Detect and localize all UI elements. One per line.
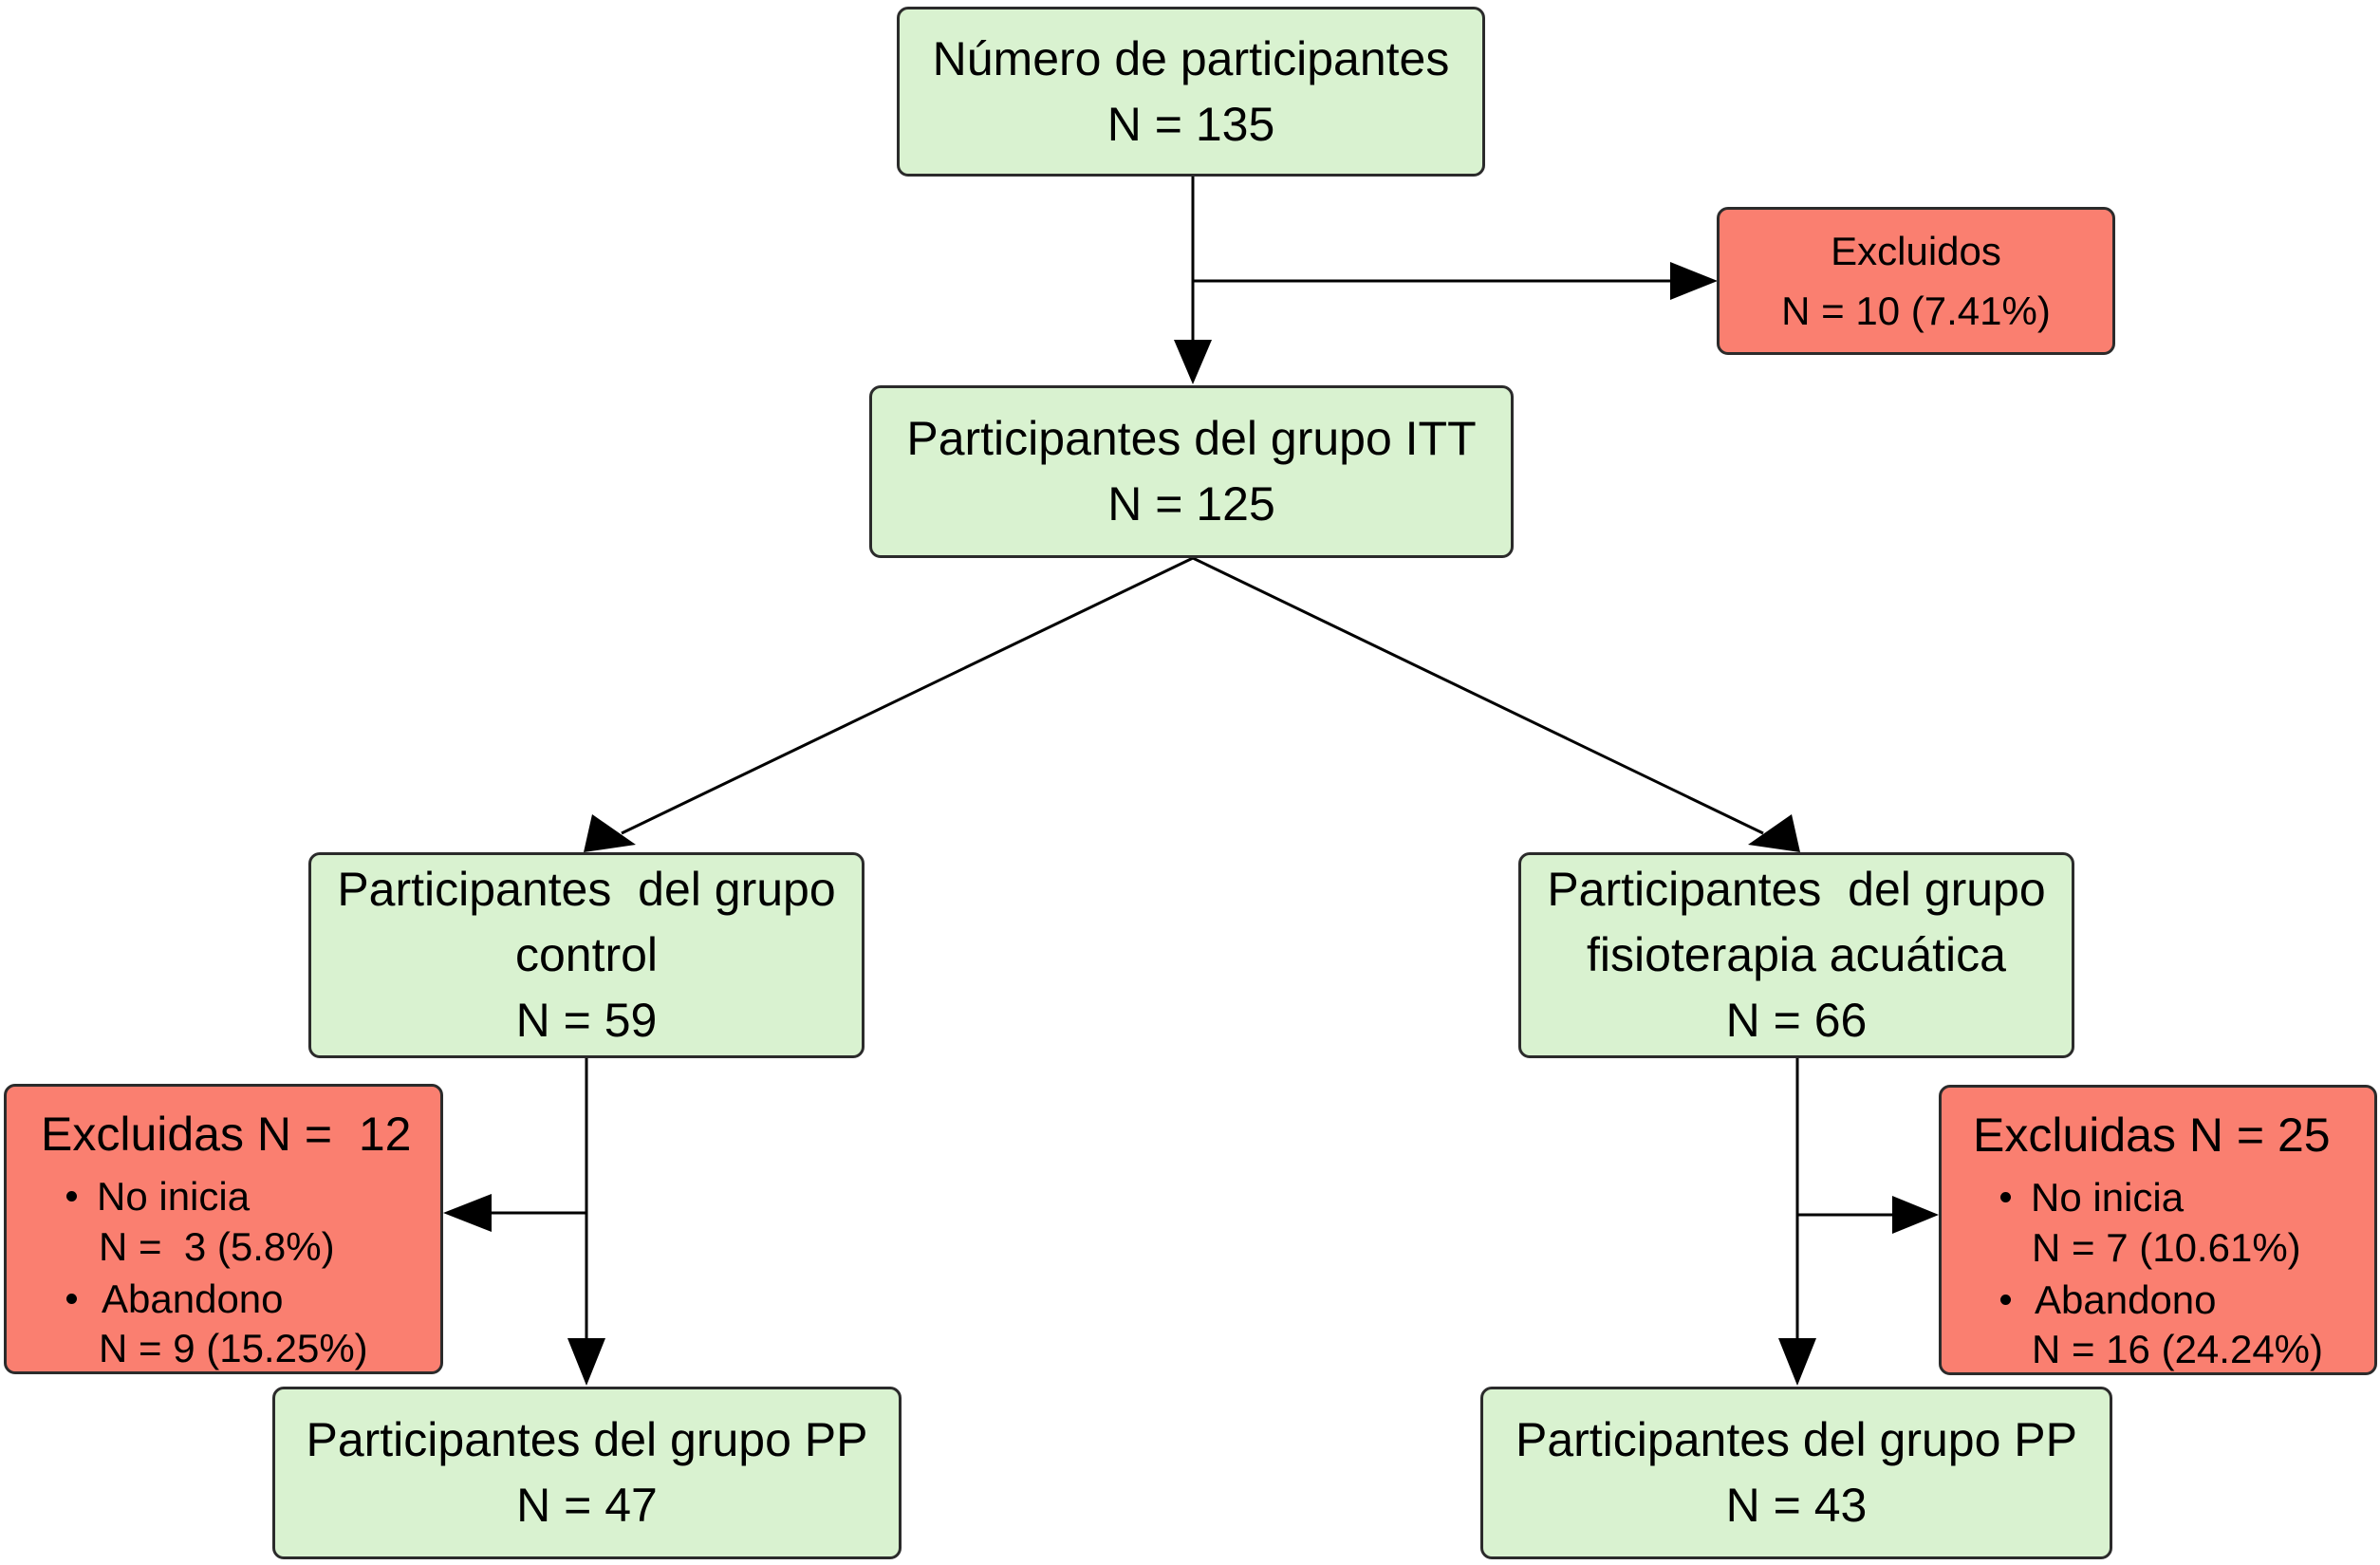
start-node: Número de participantes N = 135 (897, 7, 1485, 177)
arrowhead-right-initial-exclusion (1670, 262, 1718, 300)
arrowhead-down-itt (1174, 340, 1212, 384)
aquatic-group-count: N = 66 (1725, 994, 1868, 1047)
aquatic-excluded-bullet-2 (2000, 1295, 2011, 1305)
control-excluded-bullet-1 (66, 1191, 77, 1202)
control-excluded-item-1-count: N = 3 (5.8%) (99, 1224, 335, 1269)
aquatic-pp-title: Participantes del grupo PP (1515, 1413, 2078, 1466)
control-group-node: Participantes del grupo control N = 59 (308, 852, 865, 1058)
arrowhead-aquatic (1748, 814, 1800, 852)
itt-node-count: N = 125 (1107, 477, 1275, 531)
control-pp-node: Participantes del grupo PP N = 47 (272, 1387, 902, 1559)
arrowhead-right-aquatic-excluded (1892, 1196, 1939, 1234)
control-excluded-bullet-2 (66, 1294, 77, 1304)
control-excluded-item-2-count: N = 9 (15.25%) (99, 1326, 368, 1370)
control-group-title-line1: Participantes del grupo (337, 863, 836, 916)
aquatic-group-node: Participantes del grupo fisioterapia acu… (1518, 852, 2074, 1058)
aquatic-excluded-node: Excluidas N = 25 No inicia N = 7 (10.61%… (1939, 1085, 2377, 1375)
initial-exclusion-count: N = 10 (7.41%) (1781, 289, 2051, 333)
control-excluded-item-1-label: No inicia (97, 1174, 251, 1219)
aquatic-excluded-item-2-count: N = 16 (24.24%) (2032, 1327, 2324, 1371)
connector-itt-to-aquatic (1192, 556, 1764, 835)
aquatic-pp-count: N = 43 (1725, 1479, 1868, 1532)
control-pp-count: N = 47 (516, 1479, 658, 1532)
initial-exclusion-node: Excluidos N = 10 (7.41%) (1717, 207, 2115, 355)
initial-exclusion-title: Excluidos (1831, 229, 2001, 273)
arrowhead-control (584, 814, 636, 852)
start-node-count: N = 135 (1106, 97, 1275, 151)
aquatic-excluded-bullet-1 (2000, 1192, 2011, 1202)
aquatic-pp-node: Participantes del grupo PP N = 43 (1480, 1387, 2112, 1559)
aquatic-excluded-item-2-label: Abandono (2035, 1277, 2217, 1322)
itt-node-title: Participantes del grupo ITT (906, 412, 1477, 465)
aquatic-group-title-line1: Participantes del grupo (1547, 863, 2046, 916)
aquatic-excluded-item-1-label: No inicia (2031, 1175, 2185, 1220)
arrowhead-left-control-excluded (443, 1194, 492, 1232)
connector-itt-to-control (621, 556, 1194, 835)
arrowhead-down-aquatic-pp (1778, 1338, 1816, 1386)
control-group-title-line2: control (514, 928, 659, 981)
control-excluded-item-2-label: Abandono (102, 1276, 284, 1321)
control-excluded-title: Excluidas N = 12 (41, 1108, 412, 1161)
control-excluded-node: Excluidas N = 12 No inicia N = 3 (5.8%) … (4, 1084, 443, 1374)
arrowhead-down-control-pp (567, 1338, 605, 1386)
control-pp-title: Participantes del grupo PP (306, 1413, 868, 1466)
aquatic-group-title-line2: fisioterapia acuática (1587, 928, 2006, 981)
start-node-title: Número de participantes (932, 31, 1450, 85)
control-group-count: N = 59 (515, 994, 658, 1047)
itt-node: Participantes del grupo ITT N = 125 (869, 385, 1514, 558)
aquatic-excluded-title: Excluidas N = 25 (1973, 1109, 2331, 1162)
aquatic-excluded-item-1-count: N = 7 (10.61%) (2032, 1225, 2301, 1270)
